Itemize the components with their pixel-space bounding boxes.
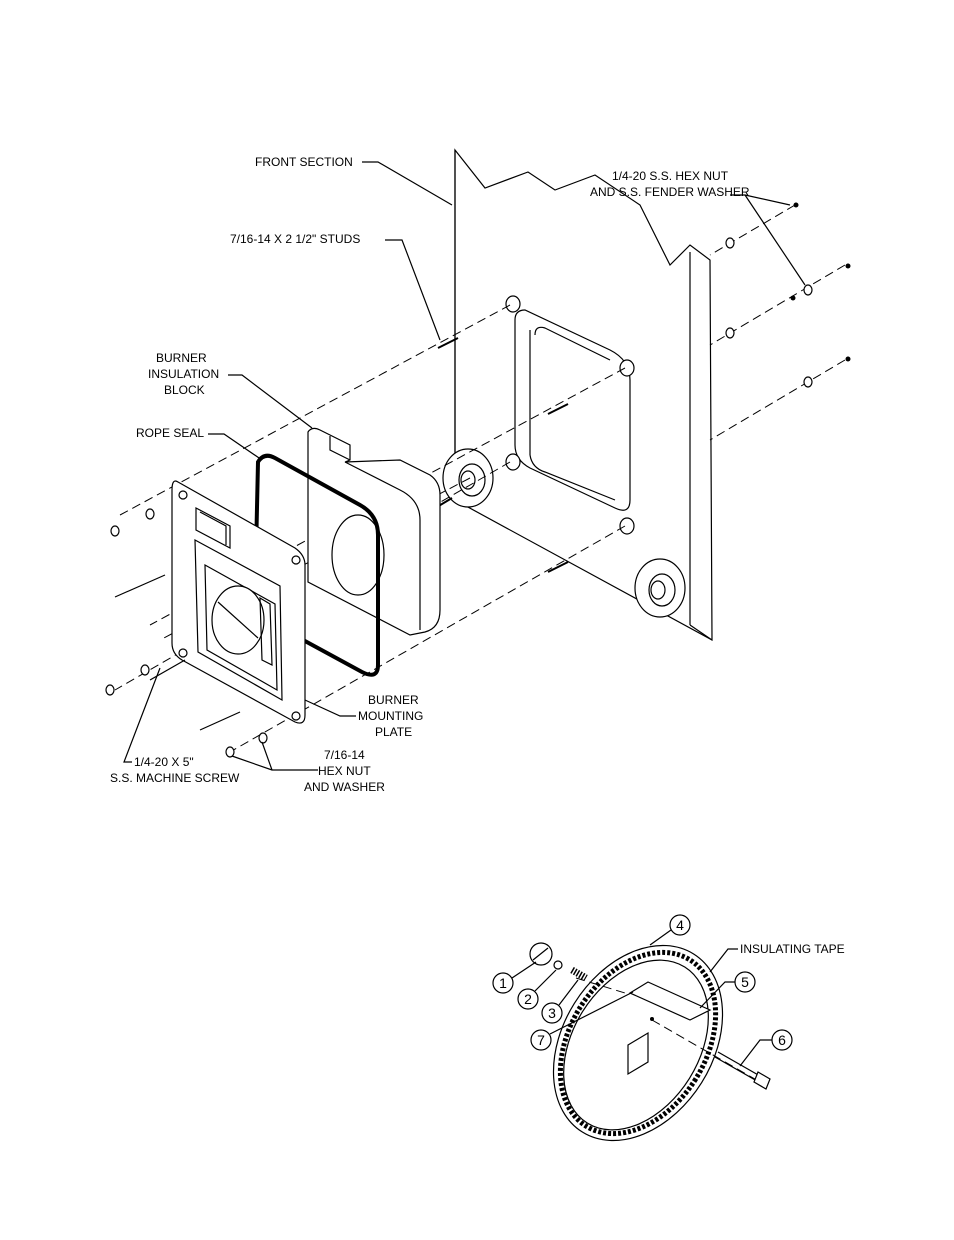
callout-7: 7 [530, 991, 634, 1051]
callout-1: 1 [492, 961, 537, 994]
svg-text:BURNER: BURNER [156, 351, 207, 365]
svg-text:2: 2 [524, 991, 532, 1007]
panel-stud-holes [505, 295, 635, 535]
label-hex-nut-and-washer: 7/16-14 HEX NUT AND WASHER [231, 741, 385, 794]
svg-text:BLOCK: BLOCK [164, 383, 205, 397]
front-section-panel [454, 148, 713, 642]
svg-text:INSULATING TAPE: INSULATING TAPE [740, 942, 845, 956]
svg-text:7/16-14 X 2 1/2" STUDS: 7/16-14 X 2 1/2" STUDS [230, 232, 360, 246]
svg-text:3: 3 [548, 1005, 556, 1021]
fender-washers-and-nuts [725, 202, 851, 388]
svg-text:BURNER: BURNER [368, 693, 419, 707]
svg-text:FRONT SECTION: FRONT SECTION [255, 155, 353, 169]
burner-opening [514, 309, 631, 511]
svg-text:S.S. MACHINE SCREW: S.S. MACHINE SCREW [110, 771, 240, 785]
callout-2: 2 [517, 969, 557, 1010]
nut-2 [553, 960, 563, 970]
label-front-section: FRONT SECTION [255, 155, 453, 206]
svg-text:4: 4 [676, 917, 684, 933]
cap-1 [529, 942, 553, 966]
label-studs: 7/16-14 X 2 1/2" STUDS [230, 232, 441, 341]
burner-insulation-block [307, 427, 441, 636]
label-burner-insulation-block: BURNER INSULATION BLOCK [148, 351, 313, 429]
svg-text:MOUNTING: MOUNTING [358, 709, 423, 723]
panel-grommets [442, 448, 686, 618]
label-hex-nut-fender-washer: 1/4-20 S.S. HEX NUT AND S.S. FENDER WASH… [590, 169, 806, 286]
bolt-6 [714, 1051, 771, 1090]
spring-3 [570, 966, 588, 982]
callout-6: 6 [739, 1029, 793, 1067]
label-rope-seal: ROPE SEAL [136, 426, 263, 461]
studs [431, 337, 569, 573]
disc-window [627, 1031, 649, 1076]
label-burner-mounting-plate: BURNER MOUNTING PLATE [304, 693, 423, 739]
label-insulating-tape: INSULATING TAPE [709, 942, 845, 973]
callout-3: 3 [541, 979, 579, 1024]
svg-text:5: 5 [741, 974, 749, 990]
svg-text:6: 6 [778, 1032, 786, 1048]
svg-text:AND WASHER: AND WASHER [304, 780, 385, 794]
svg-text:1: 1 [499, 975, 507, 991]
svg-text:INSULATION: INSULATION [148, 367, 219, 381]
burner-mounting-plate [171, 480, 306, 724]
mounting-bracket [628, 981, 712, 1021]
callout-5: 5 [699, 971, 756, 1009]
svg-text:ROPE SEAL: ROPE SEAL [136, 426, 204, 440]
machine-screws-and-nuts [105, 508, 268, 758]
label-machine-screw: 1/4-20 X 5" S.S. MACHINE SCREW [110, 667, 240, 785]
callout-4: 4 [649, 914, 691, 946]
svg-text:1/4-20 X 5": 1/4-20 X 5" [134, 755, 194, 769]
svg-text:HEX NUT: HEX NUT [318, 764, 371, 778]
svg-text:7/16-14: 7/16-14 [324, 748, 365, 762]
svg-text:1/4-20 S.S. HEX NUT: 1/4-20 S.S. HEX NUT [612, 169, 729, 183]
svg-text:PLATE: PLATE [375, 725, 412, 739]
svg-text:7: 7 [537, 1032, 545, 1048]
svg-text:AND S.S. FENDER WASHER: AND S.S. FENDER WASHER [590, 185, 750, 199]
